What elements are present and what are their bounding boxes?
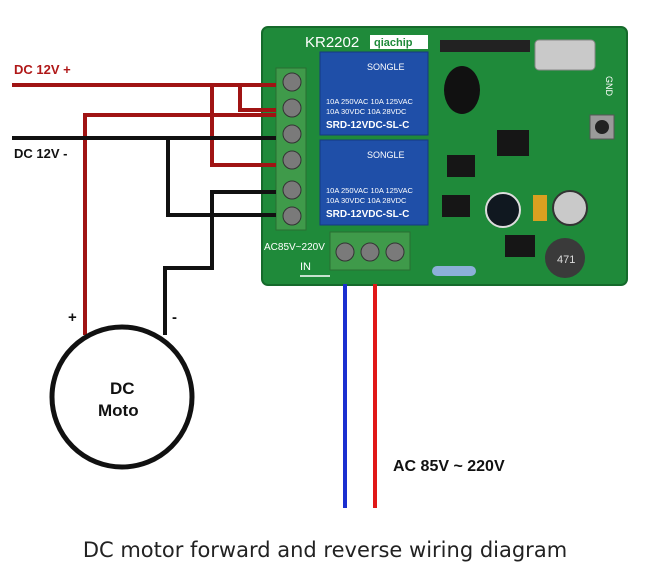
- motor-positive-wire: [83, 113, 276, 335]
- terminal-screw-4: [282, 150, 302, 170]
- negative-wires: [12, 136, 276, 335]
- positive-bridge-mid: [238, 85, 276, 112]
- relay-2-model: SRD-12VDC-SL-C: [326, 209, 409, 220]
- brand-badge: [370, 35, 428, 49]
- motor-negative-wire: [163, 190, 276, 335]
- terminal-screw-3: [282, 124, 302, 144]
- input-voltage-label: AC85V~220V: [264, 242, 325, 253]
- ic-chip-3: [505, 235, 535, 257]
- terminal-screw-5: [282, 180, 302, 200]
- relay-2-rating1: 10A 250VAC 10A 125VAC: [326, 186, 413, 195]
- relay-2: SONGLE 10A 250VAC 10A 125VAC 10A 30VDC 1…: [319, 139, 429, 226]
- antenna-coil: [444, 66, 480, 114]
- receiver-board: KR2202 qiachip 471 GND SONGLE 10A 250VAC…: [261, 26, 628, 286]
- input-screw-1: [335, 242, 355, 262]
- positive-bridge-top: [210, 85, 276, 167]
- inductor-code: 471: [557, 254, 575, 266]
- positive-wires: [12, 83, 276, 335]
- relay-1: SONGLE 10A 250VAC 10A 125VAC 10A 30VDC 1…: [319, 51, 429, 136]
- motor-body: [49, 324, 195, 470]
- terminal-screw-1: [282, 72, 302, 92]
- output-terminal-block: [275, 67, 307, 231]
- board-model: KR2202: [305, 34, 359, 51]
- capacitor-1: [485, 192, 521, 228]
- dc-motor: DC Moto + -: [49, 309, 195, 470]
- terminal-screw-2: [282, 98, 302, 118]
- relay-1-rating2: 10A 30VDC 10A 28VDC: [326, 107, 407, 116]
- terminal-screw-6: [282, 206, 302, 226]
- negative-bridge: [166, 138, 276, 217]
- input-label: IN: [300, 261, 311, 273]
- input-terminal-block: [329, 231, 411, 271]
- motor-minus-label: -: [172, 309, 177, 326]
- relay-1-brand: SONGLE: [367, 62, 405, 72]
- ic-chip-1: [497, 130, 529, 156]
- dc-negative-label: DC 12V -: [14, 146, 67, 161]
- capacitor-2: [552, 190, 588, 226]
- motor-plus-label: +: [68, 309, 77, 326]
- input-screw-2: [360, 242, 380, 262]
- ic-chip-4: [442, 195, 470, 217]
- motor-label-line2: Moto: [98, 401, 139, 420]
- dc-positive-label: DC 12V +: [14, 62, 71, 77]
- header-pins: [440, 40, 530, 52]
- relay-2-brand: SONGLE: [367, 150, 405, 160]
- relay-1-rating1: 10A 250VAC 10A 125VAC: [326, 97, 413, 106]
- learn-button-cap: [595, 120, 609, 134]
- crystal: [534, 39, 596, 71]
- board-brand: qiachip: [374, 37, 413, 49]
- ac-supply-label: AC 85V ~ 220V: [393, 458, 505, 475]
- inductor: [545, 238, 585, 278]
- relay-2-rating2: 10A 30VDC 10A 28VDC: [326, 196, 407, 205]
- ic-chip-2: [447, 155, 475, 177]
- input-screw-3: [385, 242, 405, 262]
- resistor: [432, 266, 476, 276]
- diode: [533, 195, 547, 221]
- diagram-caption: DC motor forward and reverse wiring diag…: [82, 538, 568, 562]
- gnd-label: GND: [604, 76, 614, 97]
- motor-label-line1: DC: [110, 379, 135, 398]
- relay-1-model: SRD-12VDC-SL-C: [326, 120, 409, 131]
